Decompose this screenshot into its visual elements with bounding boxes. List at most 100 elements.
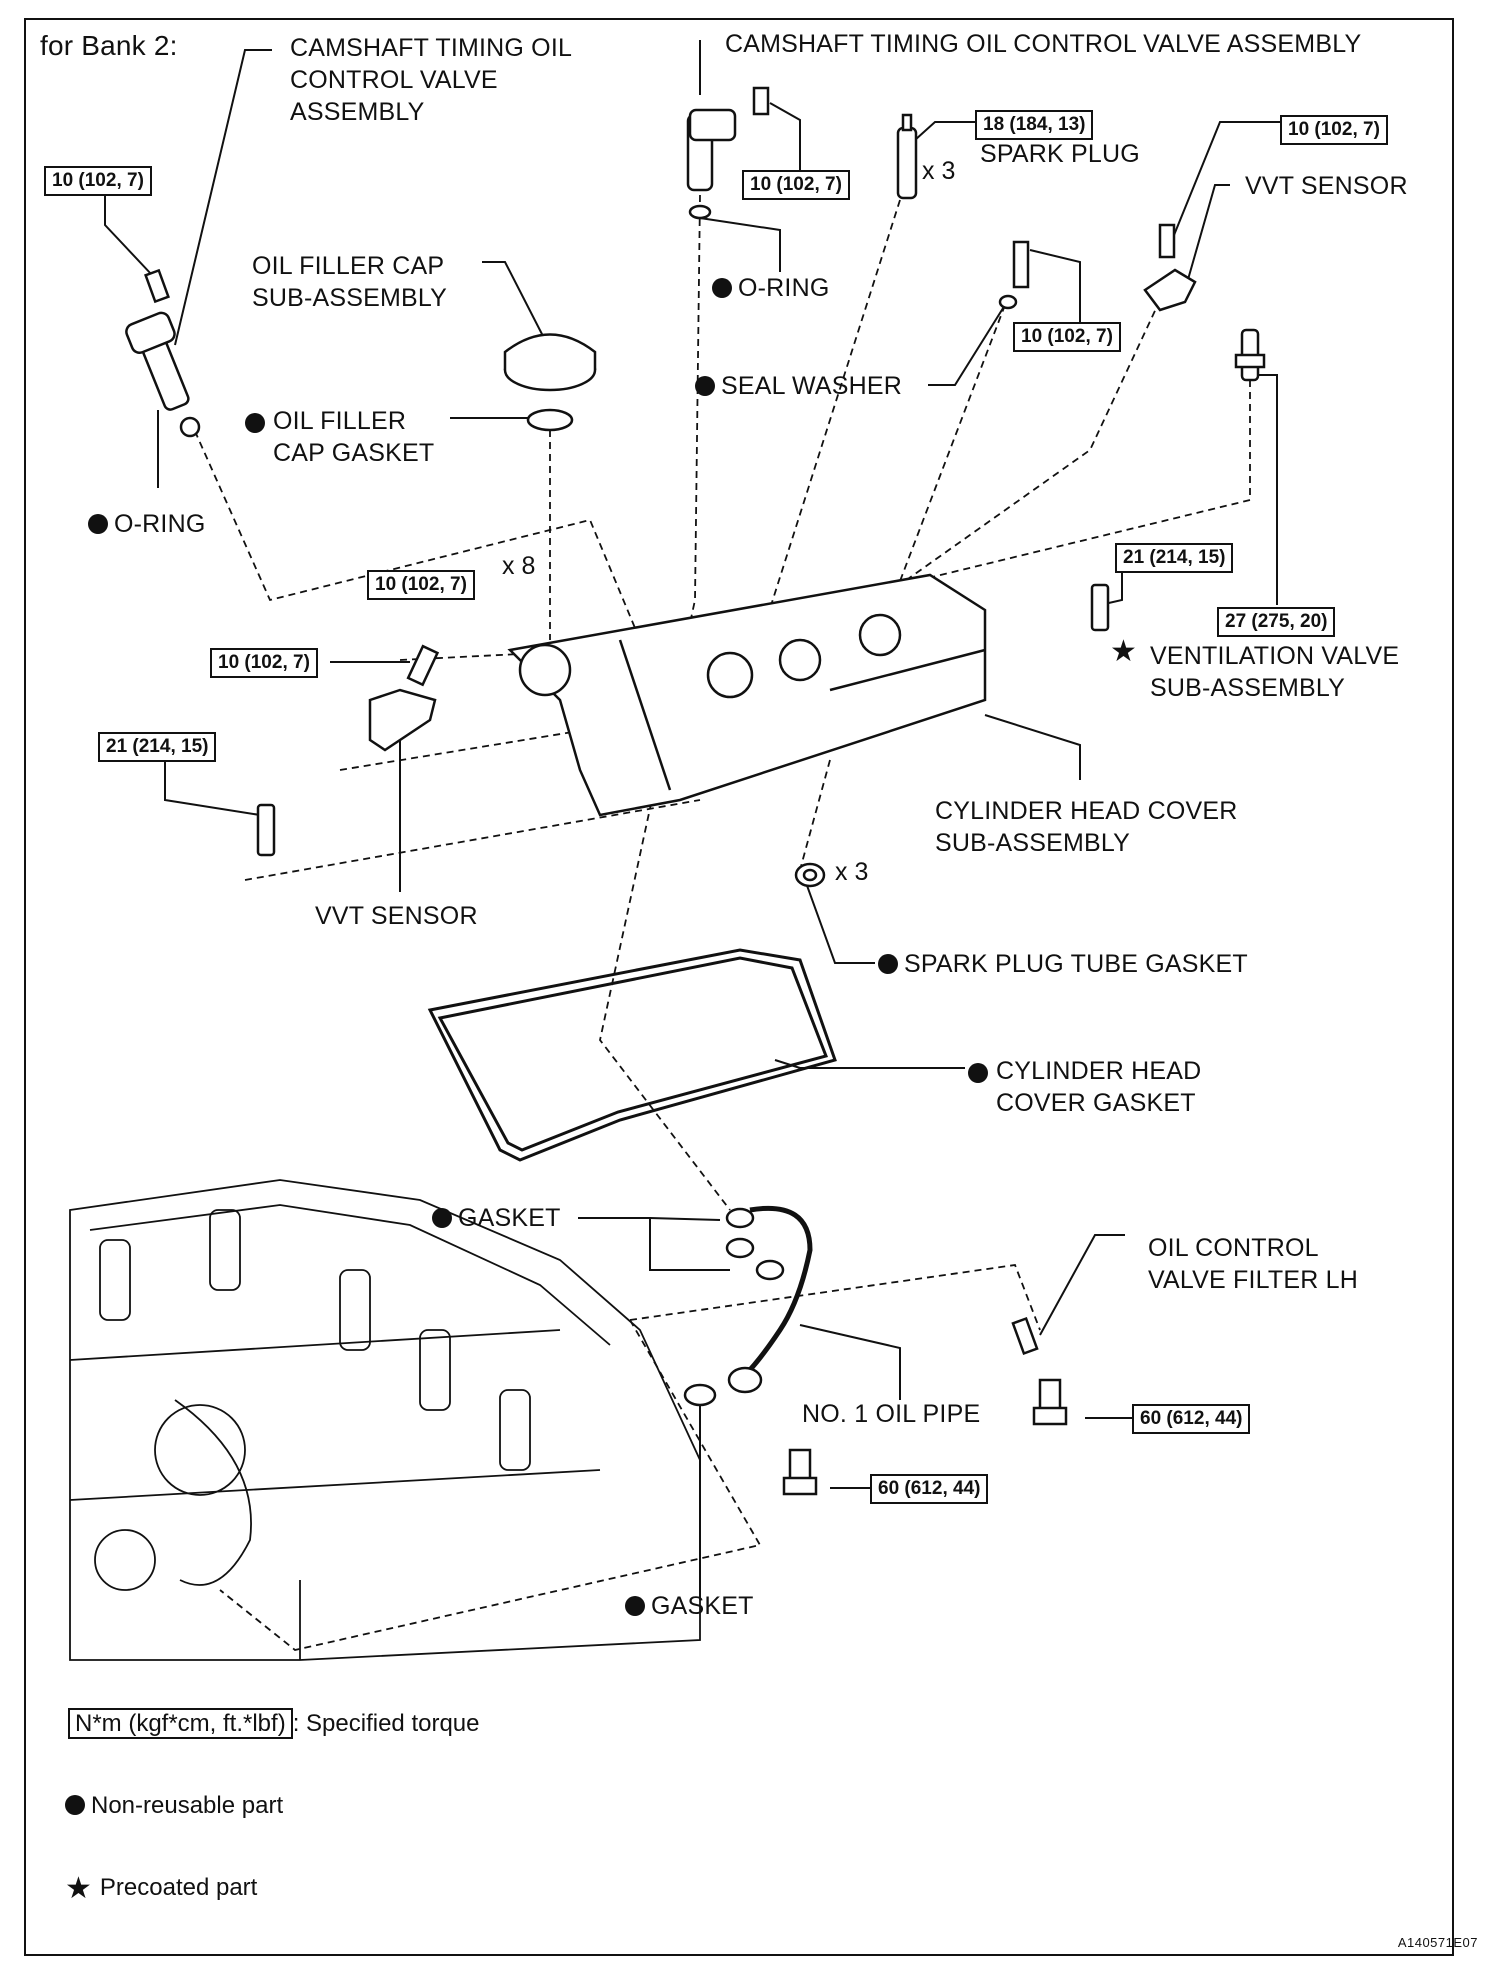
label-spark-plug-tube-gasket-text: SPARK PLUG TUBE GASKET bbox=[904, 950, 1248, 978]
cover-gasket-part bbox=[427, 948, 837, 1162]
torque-ocv-top: 10 (102, 7) bbox=[742, 170, 850, 200]
leader-o-ring-top bbox=[699, 217, 781, 272]
mult-cover-bolts: x 8 bbox=[502, 552, 536, 580]
leader-tube-gasket bbox=[804, 879, 875, 964]
label-cylinder-head-cover: CYLINDER HEAD COVER SUB-ASSEMBLY bbox=[935, 797, 1238, 857]
vvt-left-part bbox=[368, 644, 440, 752]
nonreusable-dot-icon bbox=[245, 413, 265, 433]
nonreusable-dot-icon bbox=[968, 1063, 988, 1083]
label-o-ring-left: O-RING bbox=[88, 508, 205, 540]
legend-nonreusable: Non-reusable part bbox=[65, 1790, 283, 1822]
figure-code: A140571E07 bbox=[1397, 1935, 1478, 1950]
bank-label: for Bank 2: bbox=[40, 30, 178, 61]
union-bolt-right-part bbox=[1011, 1316, 1068, 1426]
nonreusable-dot-icon bbox=[878, 954, 898, 974]
leader-filter bbox=[1039, 1234, 1125, 1336]
leader-cover-gasket bbox=[774, 1059, 965, 1069]
leader-seal-washer bbox=[928, 304, 1006, 386]
label-seal-washer: SEAL WASHER bbox=[695, 370, 902, 402]
leader-gasket-upper-b bbox=[649, 1217, 721, 1221]
torque-vvt-left: 10 (102, 7) bbox=[210, 648, 318, 678]
torque-stud-left: 21 (214, 15) bbox=[98, 732, 217, 762]
label-ocv-left: CAMSHAFT TIMING OIL CONTROL VALVE ASSEMB… bbox=[290, 34, 573, 126]
oil-filler-cap-part bbox=[503, 333, 597, 432]
leader-gasket-upper bbox=[578, 1217, 730, 1271]
dash-lower-box bbox=[219, 1319, 762, 1651]
label-oil-filler-gasket-text: OIL FILLER CAP GASKET bbox=[273, 407, 435, 467]
union-bolt-center-part bbox=[782, 1448, 818, 1496]
label-o-ring-top-text: O-RING bbox=[738, 274, 830, 302]
leader-vvt-right-bolt bbox=[1171, 121, 1280, 241]
leader-stud-left bbox=[164, 760, 261, 816]
tube-gasket-part bbox=[794, 862, 826, 888]
label-ventilation-valve: ★ VENTILATION VALVE SUB-ASSEMBLY bbox=[1110, 636, 1400, 704]
ventilation-valve-part bbox=[1234, 328, 1266, 382]
legend-torque-unit: N*m (kgf*cm, ft.*lbf) bbox=[68, 1708, 293, 1739]
leader-ocv-left bbox=[174, 49, 272, 346]
torque-cover-bolts: 10 (102, 7) bbox=[367, 570, 475, 600]
ocv-left-part bbox=[125, 268, 201, 438]
label-cylinder-head-cover-gasket-text: CYLINDER HEAD COVER GASKET bbox=[996, 1057, 1202, 1117]
dash-tube-gasket bbox=[799, 759, 831, 871]
vvt-right-part bbox=[1143, 223, 1197, 312]
dash-ocv-left bbox=[189, 419, 641, 641]
leader-ocv-left-bolt bbox=[104, 192, 153, 276]
torque-union-right: 60 (612, 44) bbox=[1132, 1404, 1251, 1434]
nonreusable-dot-icon bbox=[695, 376, 715, 396]
leader-cover bbox=[984, 714, 1081, 780]
label-oil-control-valve-filter: OIL CONTROL VALVE FILTER LH bbox=[1148, 1234, 1359, 1294]
torque-ocv-left: 10 (102, 7) bbox=[44, 166, 152, 196]
label-vvt-right: VVT SENSOR bbox=[1245, 172, 1408, 200]
leader-seal-bolt bbox=[1029, 249, 1081, 325]
label-cylinder-head-cover-gasket: CYLINDER HEAD COVER GASKET bbox=[968, 1055, 1201, 1119]
precoated-star-icon: ★ bbox=[1110, 635, 1138, 668]
torque-stud-right: 21 (214, 15) bbox=[1115, 543, 1234, 573]
oil-pipe-part bbox=[683, 1205, 813, 1407]
dash-ventilation bbox=[919, 380, 1251, 581]
legend-torque: N*m (kgf*cm, ft.*lbf): Specified torque bbox=[68, 1708, 480, 1740]
dash-pipe-box bbox=[629, 1264, 1041, 1331]
precoated-star-icon: ★ bbox=[65, 1872, 92, 1905]
mult-tube-gasket: x 3 bbox=[835, 858, 869, 886]
seal-bolt-part bbox=[998, 240, 1030, 310]
label-gasket-lower-text: GASKET bbox=[651, 1592, 754, 1620]
label-gasket-upper: GASKET bbox=[432, 1202, 561, 1234]
mult-spark-plug: x 3 bbox=[922, 157, 956, 185]
label-oil-filler-gasket: OIL FILLER CAP GASKET bbox=[245, 405, 434, 469]
nonreusable-dot-icon bbox=[65, 1795, 85, 1815]
nonreusable-dot-icon bbox=[625, 1596, 645, 1616]
label-ventilation-valve-text: VENTILATION VALVE SUB-ASSEMBLY bbox=[1150, 642, 1400, 702]
label-spark-plug: SPARK PLUG bbox=[980, 140, 1140, 168]
torque-spark-plug: 18 (184, 13) bbox=[975, 110, 1094, 140]
legend-torque-desc: : Specified torque bbox=[292, 1710, 480, 1737]
legend-precoated-text: Precoated part bbox=[99, 1874, 258, 1901]
torque-seal-bolt: 10 (102, 7) bbox=[1013, 322, 1121, 352]
leader-oil-pipe bbox=[799, 1324, 901, 1400]
ocv-top-part bbox=[686, 86, 770, 220]
nonreusable-dot-icon bbox=[712, 278, 732, 298]
label-gasket-lower: GASKET bbox=[625, 1590, 754, 1622]
legend-precoated: ★ Precoated part bbox=[65, 1872, 257, 1905]
cylinder-head-cover-part bbox=[507, 573, 987, 817]
dash-vvt-left bbox=[339, 729, 586, 771]
torque-union-center: 60 (612, 44) bbox=[870, 1474, 989, 1504]
label-ocv-top: CAMSHAFT TIMING OIL CONTROL VALVE ASSEMB… bbox=[725, 30, 1362, 58]
label-spark-plug-tube-gasket: SPARK PLUG TUBE GASKET bbox=[878, 948, 1248, 980]
legend-nonreusable-text: Non-reusable part bbox=[91, 1792, 284, 1819]
label-oil-filler-cap: OIL FILLER CAP SUB-ASSEMBLY bbox=[252, 252, 448, 312]
engine-block-part bbox=[69, 1179, 701, 1661]
nonreusable-dot-icon bbox=[432, 1208, 452, 1228]
dash-spark bbox=[759, 199, 901, 641]
label-gasket-upper-text: GASKET bbox=[458, 1204, 561, 1232]
torque-vvt-right: 10 (102, 7) bbox=[1280, 115, 1388, 145]
label-seal-washer-text: SEAL WASHER bbox=[721, 372, 902, 400]
label-oil-pipe: NO. 1 OIL PIPE bbox=[802, 1400, 981, 1428]
nonreusable-dot-icon bbox=[88, 514, 108, 534]
dash-cover-bolts bbox=[399, 649, 601, 661]
torque-ventilation: 27 (275, 20) bbox=[1217, 607, 1336, 637]
label-o-ring-top: O-RING bbox=[712, 272, 829, 304]
leader-oil-filler-cap bbox=[482, 261, 546, 341]
diagram-frame bbox=[24, 18, 1454, 1956]
dash-ocv-top bbox=[599, 194, 731, 1211]
